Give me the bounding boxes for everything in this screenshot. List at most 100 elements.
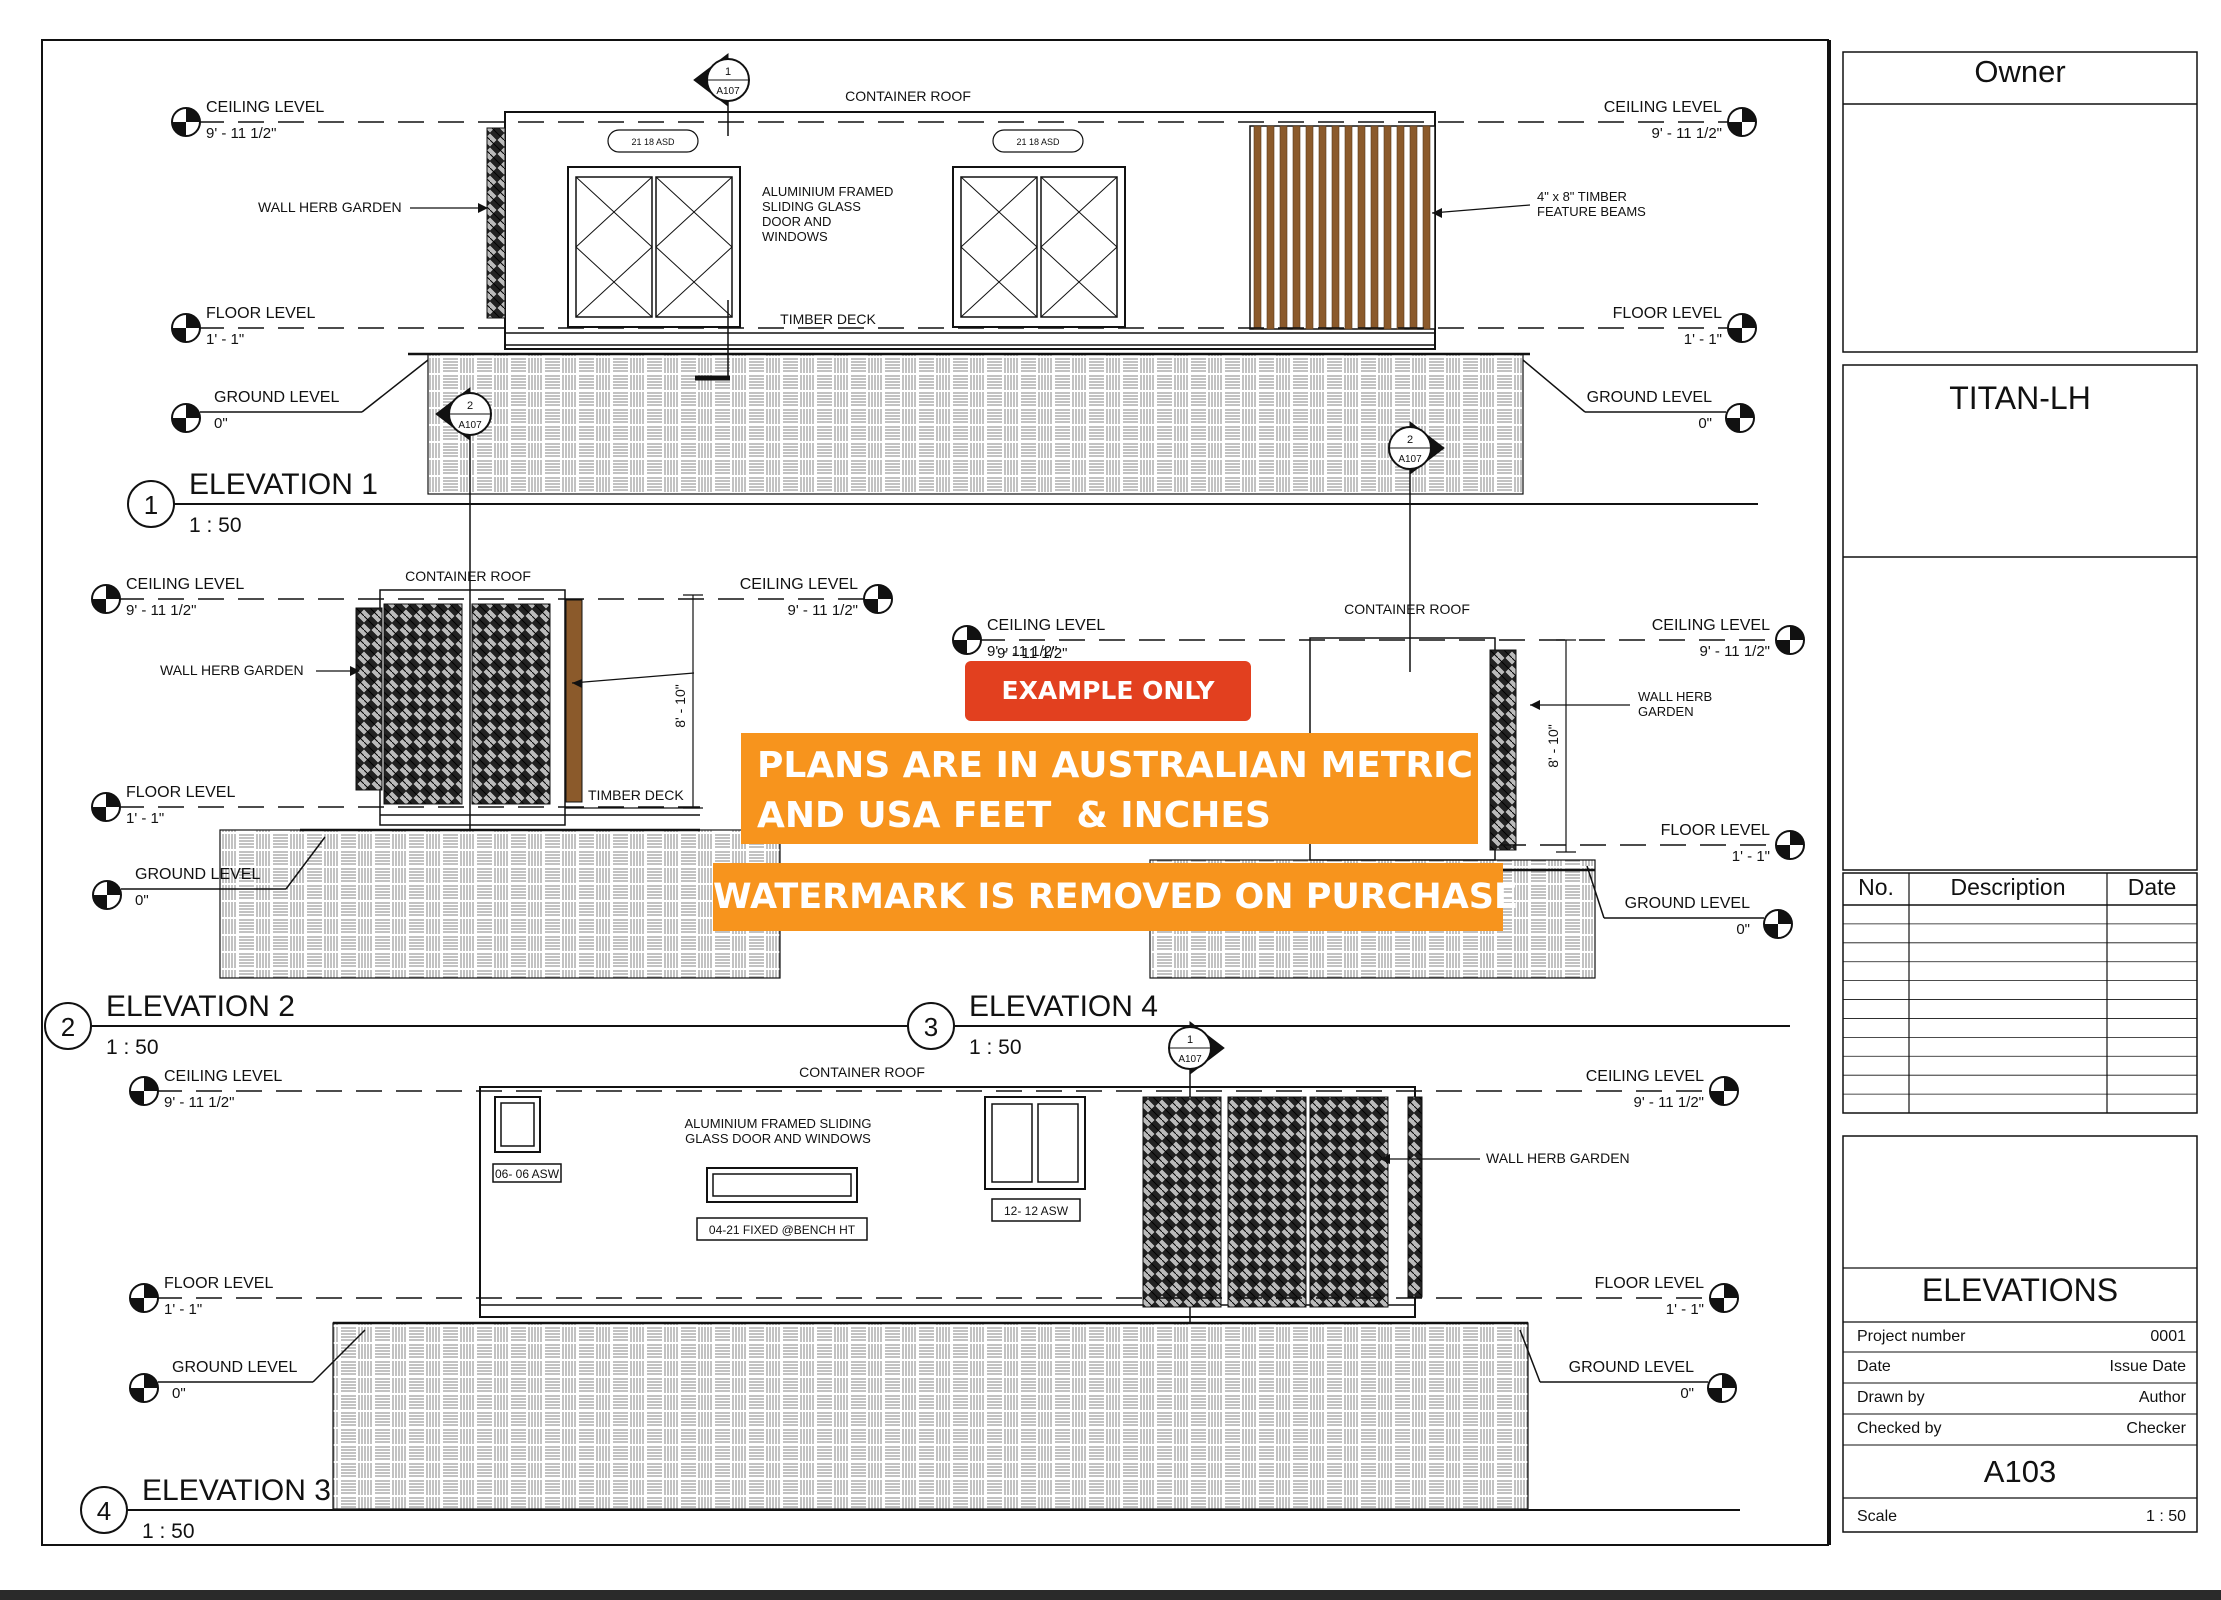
revision-table [1842,872,2198,1114]
window-tag [696,1217,868,1241]
level-value: 0" [1680,1385,1694,1402]
drawn-by-label: Drawn by [1857,1389,1925,1406]
view-title-elevation-2-number: 2 [61,1012,75,1042]
view-title-elevation-4-title: ELEVATION 4 [969,990,1158,1023]
level-name: CEILING LEVEL [164,1068,282,1085]
timber-deck-note: TIMBER DECK [588,787,684,803]
level-value: 9' - 11 1/2" [1700,643,1770,660]
level-marker-q2 [1728,328,1742,342]
level-marker-q2 [1764,924,1778,938]
level-value: 0" [1698,415,1712,432]
metric-notice-line-1: PLANS ARE IN AUSTRALIAN METRIC [757,745,1473,786]
door-swing [960,246,1038,318]
level-marker-q1 [106,793,120,807]
door-swing [655,246,733,318]
level-value: 9' - 11 1/2" [997,645,1067,662]
door-swing [1040,246,1118,318]
level-value: 1' - 1" [164,1301,202,1318]
level-value: 1' - 1" [1684,331,1722,348]
ground-pad [332,1322,1529,1510]
level-name: CEILING LEVEL [1586,1068,1704,1085]
level-marker-q1 [967,626,981,640]
level-marker-q1 [1722,1374,1736,1388]
herb-garden-strip [1489,649,1517,851]
revision-header-description: Description [1950,874,2066,900]
level-marker-q1 [1742,108,1756,122]
level-marker-q2 [1728,122,1742,136]
checked-by-value: Checker [2126,1420,2186,1437]
level-name: CEILING LEVEL [740,576,858,593]
herb-garden [1227,1096,1307,1308]
metric-notice-line-2: AND USA FEET & INCHES [757,795,1271,836]
timber-beam [1279,125,1288,330]
level-name: CEILING LEVEL [126,576,244,593]
container-roof-note: CONTAINER ROOF [845,88,971,104]
view-title-elevation-2-scale: 1 : 50 [106,1036,159,1059]
leader-arrow [478,203,488,213]
herb-garden [1309,1096,1389,1308]
door-tag [992,129,1084,153]
level-marker-q1 [106,585,120,599]
door-tag-text: 21 18 ASD [631,137,675,147]
level-name: GROUND LEVEL [135,866,260,883]
level-marker-q1 [1778,910,1792,924]
leader-arrow [350,666,360,676]
section-mark-number: 1 [725,66,731,78]
level-marker-q1 [1742,314,1756,328]
level-value: 1' - 1" [1666,1301,1704,1318]
view-title-elevation-4-number: 3 [924,1012,938,1042]
glass-door-note-3: DOOR AND [762,214,831,229]
window-pane [500,1102,535,1147]
window-note-1: ALUMINIUM FRAMED SLIDING [684,1116,871,1131]
level-name: GROUND LEVEL [172,1359,297,1376]
level-name: CEILING LEVEL [1652,617,1770,634]
view-title-elevation-1-number: 1 [144,490,158,520]
timber-beam [1331,125,1340,330]
timber-beam [1383,125,1392,330]
sheet-border [41,39,1829,1546]
timber-beams [1249,125,1436,330]
section-mark-number: 2 [467,400,473,412]
view-title-elevation-3-title: ELEVATION 3 [142,1474,331,1507]
window-note-2: GLASS DOOR AND WINDOWS [685,1131,871,1146]
dimension-text: 8' - 10" [1545,724,1561,767]
project-box [1842,364,2198,871]
timber-beam [1266,125,1275,330]
window [706,1167,858,1203]
level-name: GROUND LEVEL [214,389,339,406]
leader-arrow [572,679,582,688]
level-marker-q2 [1710,1091,1724,1105]
window-tag-text: 04-21 FIXED @BENCH HT [709,1223,856,1237]
revision-header-date: Date [2127,874,2177,900]
revision-header-no: No. [1858,874,1894,900]
level-marker-q2 [92,599,106,613]
view-title-elevation-3-number: 4 [97,1496,111,1526]
project-name: TITAN-LH [1949,380,2091,416]
leader-arrow [1432,208,1442,218]
herb-garden [383,603,463,805]
level-value: 1' - 1" [206,331,244,348]
timber-beam [1318,125,1327,330]
timber-beam [1253,125,1262,330]
view-title-elevation-1-scale: 1 : 50 [189,514,242,537]
glass-door-note-2: SLIDING GLASS [762,199,861,214]
example-only-badge: EXAMPLE ONLY [965,661,1251,721]
window-tag [991,1198,1081,1222]
level-marker-q2 [92,807,106,821]
level-value: 1' - 1" [126,810,164,827]
window-tag-text: 06- 06 ASW [495,1167,560,1181]
level-marker-q2 [172,418,186,432]
section-mark-sheet: A107 [716,86,740,97]
level-marker-q2 [953,640,967,654]
view-title-elevation-1-title: ELEVATION 1 [189,468,378,501]
level-marker-q1 [1740,404,1754,418]
ground-pad [219,829,781,979]
level-marker-q1 [107,881,121,895]
view-title-elevation-4-scale: 1 : 50 [969,1036,1022,1059]
section-mark-sheet: A107 [1398,454,1422,465]
door-swing [1040,176,1118,248]
door-swing [960,176,1038,248]
herb-garden [1142,1096,1222,1308]
